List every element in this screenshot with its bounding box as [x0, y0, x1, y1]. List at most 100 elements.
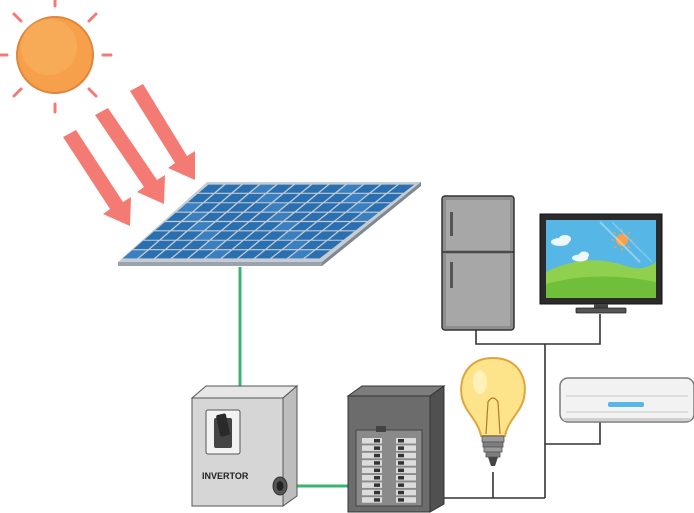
solar-cell — [273, 222, 299, 231]
solar-panel — [118, 182, 421, 266]
solar-cell — [183, 212, 208, 221]
breaker-switch — [396, 460, 416, 466]
solar-cell — [318, 212, 345, 221]
solar-cell — [288, 250, 314, 259]
breaker-toggle — [398, 439, 404, 443]
solar-cell — [228, 203, 254, 212]
breaker-toggle — [398, 468, 404, 473]
solar-cell — [268, 212, 293, 221]
breaker-switch — [396, 445, 416, 451]
solar-cell — [359, 193, 385, 203]
solar-cell — [189, 222, 214, 231]
breaker-switch — [362, 467, 382, 474]
solar-cell — [290, 193, 317, 203]
solar-cell — [200, 240, 225, 250]
breaker-switch — [396, 438, 416, 444]
breaker-toggle — [398, 498, 404, 502]
ac-wiring — [444, 314, 601, 499]
solar-cell — [336, 184, 363, 193]
tv-cloud-icon — [551, 235, 589, 262]
solar-cell — [250, 240, 276, 250]
solar-cell — [222, 250, 247, 259]
solar-cell — [205, 193, 230, 203]
solar-cell — [340, 222, 367, 231]
solar-cell — [279, 203, 305, 212]
solar-cell — [329, 231, 355, 240]
solar-cell — [144, 231, 169, 240]
inverter-cable-port — [272, 476, 288, 496]
breaker-toggle — [398, 476, 404, 480]
breaker-toggle — [398, 453, 404, 458]
breaker-toggle — [374, 461, 380, 465]
solar-cell — [155, 222, 180, 231]
breaker-toggle — [398, 490, 404, 495]
solar-cell — [251, 212, 276, 221]
breaker-panel — [346, 385, 446, 513]
breaker-switch — [396, 482, 416, 488]
breaker-toggle — [374, 476, 380, 480]
solar-cell — [278, 231, 304, 240]
solar-cell — [376, 193, 403, 203]
solar-cell — [150, 240, 175, 250]
air-conditioner — [559, 377, 694, 423]
breaker-switch — [396, 452, 416, 459]
breaker-toggle — [374, 498, 380, 502]
solar-cell — [245, 231, 270, 240]
solar-cell — [308, 193, 334, 203]
light-bulb-icon — [460, 356, 526, 466]
solar-cell — [166, 240, 192, 250]
solar-cell — [155, 250, 181, 259]
solar-cell — [233, 240, 259, 250]
solar-cell — [261, 231, 287, 240]
solar-cell — [317, 240, 343, 250]
solar-cell — [250, 184, 276, 193]
solar-cell — [194, 203, 219, 212]
solar-cell — [216, 184, 241, 193]
solar-cell — [388, 184, 415, 193]
solar-cell — [166, 212, 191, 221]
solar-cell — [183, 240, 209, 250]
sun-icon — [0, 0, 113, 114]
solar-cell — [271, 250, 297, 259]
breaker-toggle — [374, 490, 380, 495]
breaker-toggle — [374, 446, 380, 450]
solar-cell — [330, 203, 356, 212]
solar-cell — [302, 184, 328, 193]
breaker-toggle — [398, 446, 404, 450]
solar-cell — [238, 250, 264, 259]
solar-cell — [324, 222, 350, 231]
solar-cell — [172, 222, 197, 231]
refrigerator — [441, 195, 515, 331]
solar-cell — [205, 250, 231, 259]
solar-cell — [255, 250, 281, 259]
solar-cell — [307, 222, 333, 231]
inverter: INVERTOR — [190, 384, 299, 507]
solar-cell — [256, 222, 282, 231]
solar-cell — [313, 203, 339, 212]
breaker-toggle — [374, 468, 380, 473]
solar-cell — [228, 231, 254, 240]
solar-cell — [233, 184, 259, 193]
solar-cell — [312, 231, 338, 240]
solar-cell — [239, 222, 265, 231]
solar-cell — [301, 212, 328, 221]
solar-cell — [172, 250, 197, 259]
solar-cell — [245, 203, 271, 212]
solar-cell — [122, 250, 147, 259]
breaker-switch — [362, 445, 382, 451]
solar-cell — [217, 212, 242, 221]
solar-cell — [200, 212, 225, 221]
inverter-label: INVERTOR — [202, 471, 249, 481]
solar-cell — [133, 240, 158, 250]
solar-cell — [177, 203, 202, 212]
solar-cell — [267, 184, 293, 193]
breaker-switch — [362, 460, 382, 466]
breaker-switch — [396, 475, 416, 481]
television — [539, 213, 663, 314]
tv-sun-icon — [611, 229, 633, 251]
breaker-toggle — [374, 483, 380, 487]
solar-cell — [256, 193, 282, 203]
solar-cell — [211, 231, 237, 240]
breaker-toggle — [398, 483, 404, 487]
